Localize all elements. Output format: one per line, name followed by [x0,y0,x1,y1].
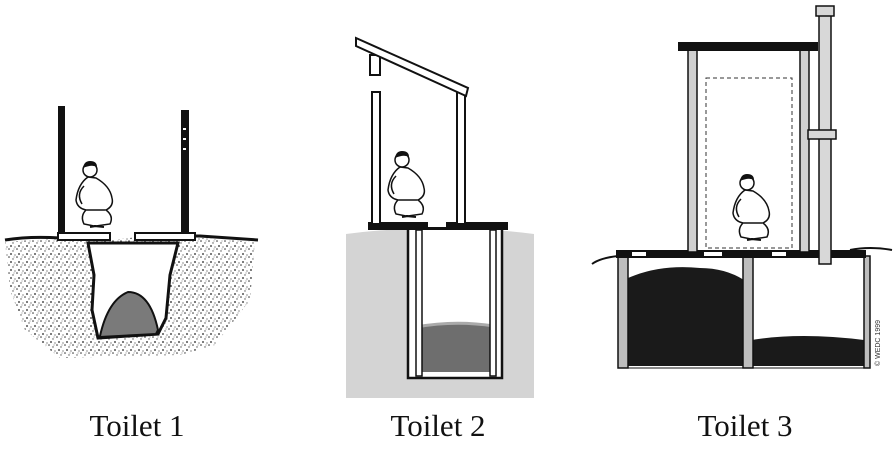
roof [678,42,818,51]
vault-left-waste [628,267,744,366]
post-right [457,90,465,224]
post-left [372,92,380,224]
caption-toilet-3: Toilet 3 [645,408,845,444]
vault-right-waste [752,336,864,366]
toilet-3-illustration: © WEDC 1999 [592,6,892,368]
toilet-2-illustration [346,38,534,398]
floor-slab-left [58,233,110,240]
caption-toilet-2: Toilet 2 [338,408,538,444]
squatting-person [76,161,112,227]
post-left [58,106,65,234]
floor-slab-right [135,233,195,240]
toilet-1-illustration [5,106,258,358]
squatting-person [388,151,424,217]
caption-toilet-1: Toilet 1 [37,408,237,444]
wall-right [800,50,809,252]
squatting-person [733,174,769,240]
credit-text: © WEDC 1999 [874,320,882,366]
waste-layer [416,323,494,372]
wall-left [688,50,697,252]
